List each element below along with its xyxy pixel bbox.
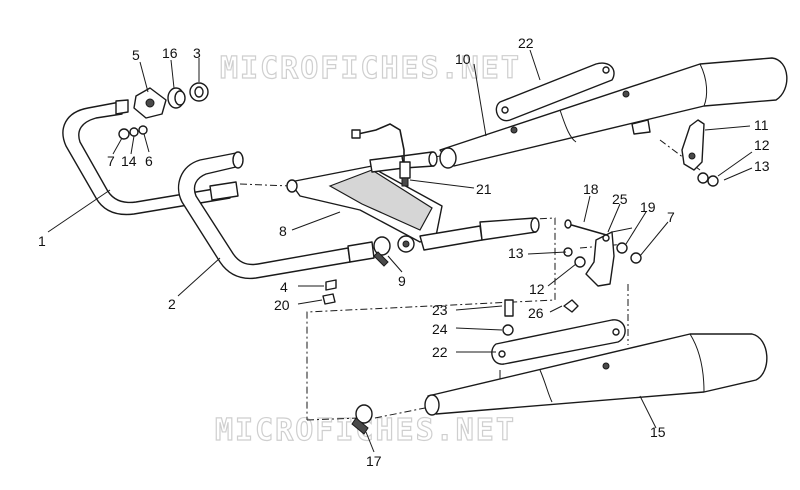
callout-2: 2 (168, 296, 176, 312)
callout-12-mid: 12 (529, 281, 545, 297)
clamp-17 (351, 404, 373, 435)
callout-22-upper: 22 (518, 35, 534, 51)
watermark-top: MICROFICHES.NET (220, 51, 521, 86)
callout-22-lower: 22 (432, 344, 448, 360)
callout-10: 10 (455, 51, 471, 67)
callout-20: 20 (274, 297, 290, 313)
callout-1: 1 (38, 233, 46, 249)
header-pipe-right (177, 151, 375, 280)
nuts-4-20 (322, 279, 337, 305)
callout-25: 25 (612, 191, 628, 207)
callout-11: 11 (754, 117, 769, 133)
callout-21: 21 (476, 181, 492, 197)
clamp-9 (373, 236, 391, 267)
callout-26: 26 (528, 305, 544, 321)
callout-7-right: 7 (667, 209, 675, 225)
callout-19: 19 (640, 199, 656, 215)
balance-pipe (286, 151, 540, 253)
callout-labels: 1 2 3 4 5 6 7 7 8 9 10 11 12 12 13 13 14… (38, 35, 770, 469)
callout-14: 14 (121, 153, 137, 169)
callout-9: 9 (398, 273, 406, 289)
callout-12-right: 12 (754, 137, 770, 153)
callout-23: 23 (432, 302, 448, 318)
leader-lines (47, 49, 753, 453)
callout-16: 16 (162, 45, 178, 61)
callout-13-mid: 13 (508, 245, 524, 261)
callout-7-left: 7 (107, 153, 115, 169)
flange-assembly (133, 82, 209, 119)
muffler-upper (439, 57, 788, 169)
muffler-lower (424, 333, 768, 416)
callout-17: 17 (366, 453, 382, 469)
callout-3: 3 (193, 45, 201, 61)
callout-18: 18 (583, 181, 599, 197)
lambda-sensor (351, 123, 411, 187)
callout-13-right: 13 (754, 158, 770, 174)
bracket-assembly-mid (563, 219, 642, 313)
heat-shield-upper (495, 62, 615, 122)
callout-4: 4 (280, 279, 288, 295)
callout-6: 6 (145, 153, 153, 169)
callout-8: 8 (279, 223, 287, 239)
small-hardware-left (118, 125, 148, 140)
callout-15: 15 (650, 424, 666, 440)
muffler-bracket (631, 119, 705, 171)
callout-24: 24 (432, 321, 448, 337)
callout-5: 5 (132, 47, 140, 63)
hardware-right-upper (697, 172, 719, 187)
